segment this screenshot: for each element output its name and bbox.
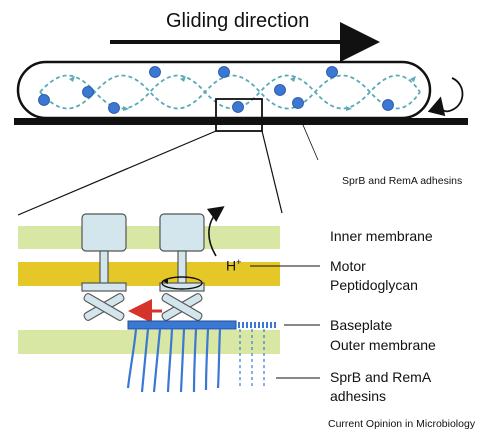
proton-label-charge: +	[236, 257, 242, 267]
baseplate-label: Baseplate	[330, 317, 393, 333]
baseplate	[127, 320, 237, 330]
motor-1	[81, 213, 127, 321]
adhesin-filaments-faded	[239, 329, 265, 388]
adhesins-bottom-label-line1: SprB and RemA	[330, 369, 432, 385]
rotation-arrow	[427, 77, 464, 117]
adhesins-bottom-label-line2: adhesins	[330, 388, 387, 404]
zoom-line-right	[261, 130, 283, 214]
motor-2	[159, 213, 205, 321]
peptidoglycan-label: Peptidoglycan	[330, 277, 418, 293]
zoom-line-left	[17, 130, 217, 216]
helical-track	[39, 74, 421, 110]
adhesins-top-label: SprB and RemA adhesins	[342, 175, 463, 187]
inner-membrane-label: Inner membrane	[330, 228, 433, 244]
adhesin-dots	[38, 66, 394, 114]
outer-membrane-band	[18, 330, 280, 354]
proton-label: H+	[226, 257, 241, 274]
proton-flow-arrow	[206, 206, 225, 257]
adhesins-top-pointer	[299, 117, 319, 161]
motor-label: Motor	[330, 258, 366, 274]
peptidoglycan-band	[18, 262, 280, 286]
zoom-box	[215, 98, 263, 132]
outer-membrane-label: Outer membrane	[330, 337, 436, 353]
helical-track-2	[39, 74, 421, 110]
journal-credit: Current Opinion in Microbiology	[328, 418, 476, 430]
inner-membrane-band	[18, 226, 280, 249]
proton-label-h: H	[226, 257, 237, 274]
adhesin-filaments	[126, 328, 222, 393]
substratum-surface	[14, 118, 468, 125]
diagram-title: Gliding direction	[166, 10, 310, 32]
